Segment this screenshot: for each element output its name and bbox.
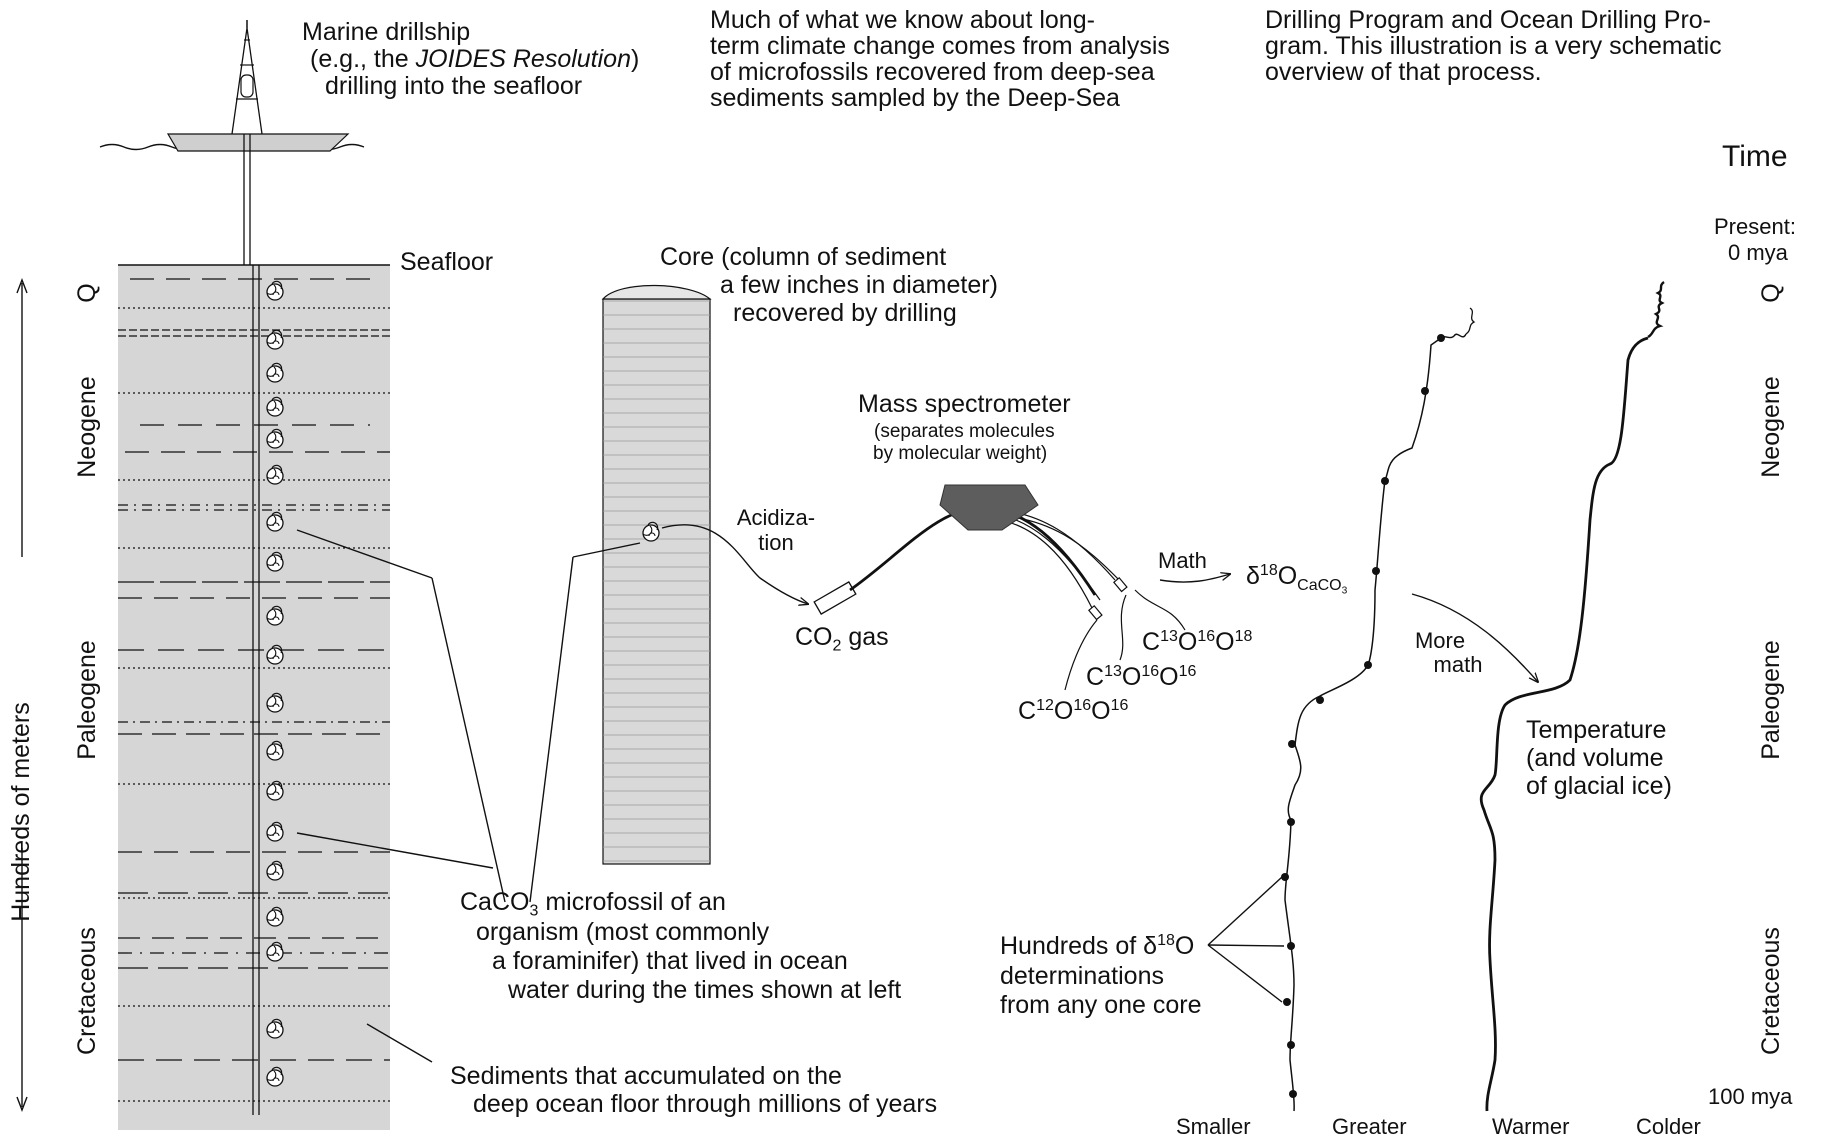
intro-line-6: gram. This illustration is a very schema… — [1265, 32, 1722, 60]
sediments-label-line-2: deep ocean floor through millions of yea… — [473, 1090, 938, 1118]
determinations-label-line-2: determinations — [1000, 962, 1164, 990]
more-math-line-2: math — [1433, 652, 1483, 677]
sediments-label-line-1: Sediments that accumulated on the — [450, 1062, 842, 1090]
co2-gas-label: CO2 gas — [795, 623, 889, 655]
math-label: Math — [1158, 548, 1207, 573]
seafloor-label: Seafloor — [400, 248, 494, 276]
microfossil-label-line-3: a foraminifer) that lived in ocean — [492, 947, 848, 975]
axis-label-greater: Greater — [1332, 1114, 1407, 1139]
mass-spectrometer-sub-2: by molecular weight) — [873, 443, 1048, 464]
intro-line-2: term climate change comes from analysis — [710, 32, 1170, 60]
depth-axis-label: Hundreds of meters — [7, 702, 35, 922]
isotope-c13-o16-o18: C13O16O18 — [1142, 628, 1253, 656]
acidization-label-line-2: tion — [758, 530, 794, 555]
determinations-label-line-3: from any one core — [1000, 991, 1202, 1019]
core-label-line-2: a few inches in diameter) — [720, 271, 998, 299]
temperature-label-line-1: Temperature — [1526, 716, 1667, 744]
math-arrow — [1159, 574, 1230, 583]
determinations-label-line-1: Hundreds of δ18O — [1000, 932, 1195, 960]
period-label-cretaceous-left: Cretaceous — [73, 927, 101, 1055]
d18o-caco3-label: δ18OCaCO3 — [1246, 562, 1348, 597]
more-math-line-1: More — [1414, 628, 1466, 653]
intro-line-4: sediments sampled by the Deep-Sea — [710, 84, 1120, 112]
acidization-arrow — [661, 524, 808, 604]
mass-spectrometer-title: Mass spectrometer — [858, 390, 1071, 418]
time-present-line-2: 0 mya — [1728, 240, 1788, 265]
more-math-arrow — [1411, 593, 1538, 682]
mass-spectrometer-graphic — [813, 484, 1186, 691]
time-end-label: 100 mya — [1708, 1084, 1793, 1109]
axis-label-colder: Colder — [1636, 1114, 1701, 1139]
drillship-label-line-1: Marine drillship — [302, 18, 471, 46]
intro-line-5: Drilling Program and Ocean Drilling Pro- — [1265, 6, 1711, 34]
drillship-graphic — [166, 20, 350, 265]
depth-axis-arrow — [16, 278, 28, 1112]
microfossil-label-line-1: CaCO3 microfossil of an — [460, 888, 726, 920]
isotope-c12-o16-o16: C12O16O16 — [1018, 697, 1129, 725]
period-label-paleogene-left: Paleogene — [73, 640, 101, 760]
axis-label-warmer: Warmer — [1492, 1114, 1570, 1139]
leader-lines — [296, 529, 1285, 1063]
intro-line-1: Much of what we know about long- — [710, 6, 1095, 34]
time-title: Time — [1722, 140, 1788, 173]
intro-line-7: overview of that process. — [1265, 58, 1542, 86]
period-label-q-right: Q — [1757, 283, 1785, 303]
mass-spectrometer-sub-1: (separates molecules — [874, 421, 1055, 442]
core-label-line-1: Core (column of sediment — [660, 243, 947, 271]
microfossil-label-line-2: organism (most commonly — [476, 918, 770, 946]
sediment-column — [118, 264, 390, 1130]
core-graphic — [601, 284, 712, 865]
acidization-label-line-1: Acidiza- — [736, 505, 816, 530]
temperature-label-line-3: of glacial ice) — [1526, 772, 1672, 800]
time-present-line-1: Present: — [1714, 214, 1796, 239]
drillship-label-line-3: drilling into the seafloor — [325, 72, 583, 100]
core-label-line-3: recovered by drilling — [733, 299, 957, 327]
period-label-paleogene-right: Paleogene — [1757, 640, 1785, 760]
period-label-cretaceous-right: Cretaceous — [1757, 927, 1785, 1055]
period-label-neogene-right: Neogene — [1757, 376, 1785, 478]
microfossil-label-line-4: water during the times shown at left — [508, 976, 902, 1004]
drillship-label-line-2: (e.g., the JOIDES Resolution) — [310, 45, 640, 73]
d18o-curve — [1281, 307, 1476, 1112]
isotope-c13-o16-o16: C13O16O16 — [1086, 663, 1197, 691]
temperature-label-line-2: (and volume — [1526, 744, 1664, 772]
axis-label-smaller: Smaller — [1176, 1114, 1251, 1139]
ship-name: JOIDES Resolution — [415, 45, 631, 73]
period-label-q-left: Q — [73, 283, 101, 303]
intro-line-3: of microfossils recovered from deep-sea — [710, 58, 1155, 86]
period-label-neogene-left: Neogene — [73, 376, 101, 478]
temperature-curve — [1479, 281, 1665, 1112]
